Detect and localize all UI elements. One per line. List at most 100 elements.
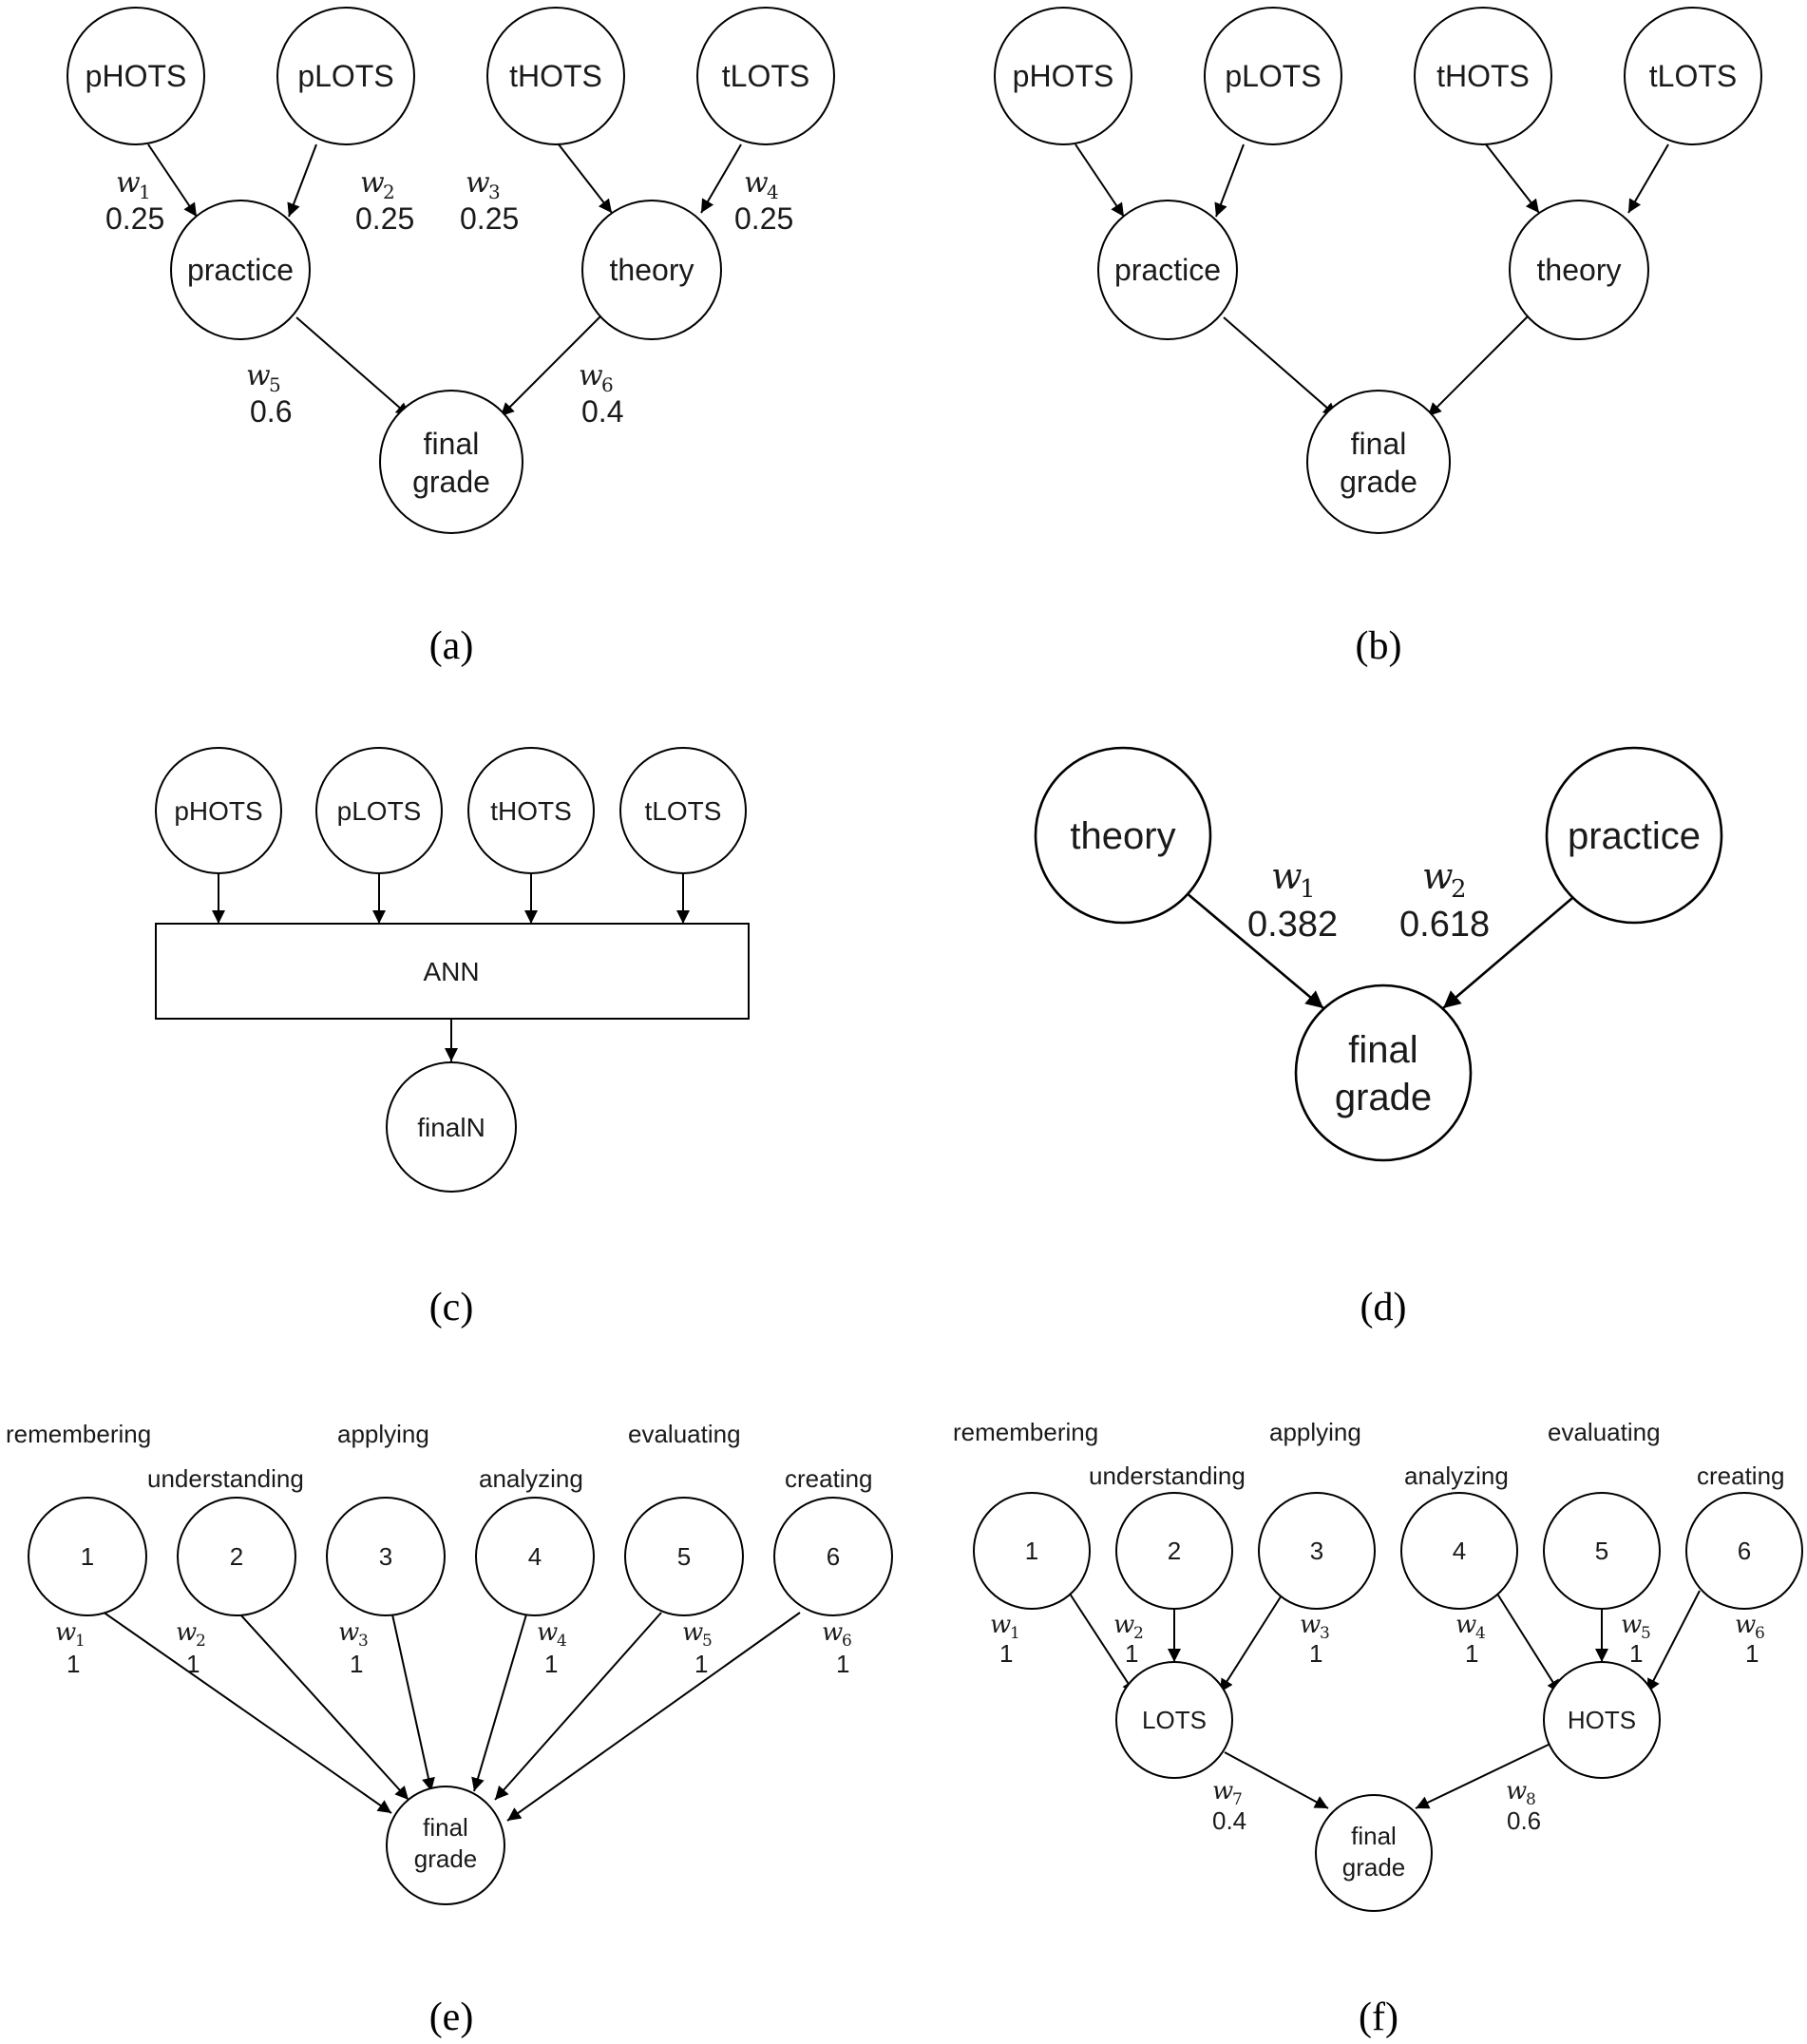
node-final-label-line2: grade	[412, 465, 490, 499]
weight-w2-value: 1	[186, 1650, 200, 1678]
weight-w3-value: 0.25	[460, 201, 519, 236]
node-practice	[1097, 200, 1238, 340]
weight-w6: w 6 1	[822, 1618, 852, 1678]
level-label-creating: creating	[785, 1464, 873, 1493]
weight-w2-value: 1	[1125, 1639, 1138, 1668]
node-3-label: 3	[1310, 1537, 1323, 1565]
node-final-label-line1: final	[1348, 1029, 1417, 1071]
node-phots-label: pHOTS	[174, 796, 262, 826]
node-finaln-label: finalN	[417, 1113, 485, 1142]
edge-plots-practice	[287, 143, 317, 218]
node-plots-label: pLOTS	[337, 796, 422, 826]
weight-w4-symbol: w	[537, 1618, 558, 1647]
level-label-remembering: remembering	[6, 1420, 151, 1448]
edge-6-final	[506, 1612, 801, 1822]
weight-w1-value: 0.382	[1247, 905, 1338, 945]
edge-phots-practice	[1075, 143, 1125, 218]
weight-w1-subscript: 1	[139, 181, 151, 203]
edge-practice-final	[1442, 897, 1573, 1009]
node-2	[1115, 1492, 1233, 1610]
level-label-understanding: understanding	[147, 1464, 304, 1493]
level-label-applying: applying	[337, 1420, 429, 1448]
node-thots	[486, 7, 625, 145]
weight-w7-symbol: w	[1212, 1777, 1233, 1805]
weight-w2-subscript: 2	[1133, 1624, 1144, 1643]
level-label-applying: applying	[1269, 1418, 1361, 1446]
edge-practice-final	[295, 316, 410, 417]
weight-w4-value: 1	[1465, 1639, 1478, 1668]
weight-w6-symbol: w	[822, 1618, 843, 1647]
weight-w4: w 4 1	[537, 1618, 567, 1678]
node-practice-label: practice	[187, 253, 294, 287]
weight-w3-subscript: 3	[1320, 1624, 1330, 1643]
weight-w5-value: 1	[694, 1650, 708, 1678]
level-label-evaluating: evaluating	[628, 1420, 741, 1448]
node-6-label: 6	[1738, 1537, 1751, 1565]
weight-w1-value: 1	[999, 1639, 1013, 1668]
weight-w3: w 3 1	[1300, 1611, 1330, 1668]
weight-w6-symbol: w	[1735, 1611, 1756, 1639]
node-theory-label: theory	[1070, 815, 1175, 857]
panel-b-caption: (b)	[1356, 624, 1402, 668]
weight-w1: w 1 1	[55, 1618, 86, 1678]
weight-w2-symbol: w	[1422, 855, 1454, 897]
node-final-label-line1: final	[1351, 1822, 1397, 1850]
level-label-creating: creating	[1697, 1461, 1785, 1490]
node-final-grade	[1315, 1794, 1433, 1912]
weight-w6-value: 0.4	[581, 394, 623, 429]
weight-w2: w 2 0.618	[1399, 855, 1490, 945]
node-plots	[1204, 7, 1342, 145]
node-1	[973, 1492, 1091, 1610]
edge-thots-theory	[1485, 143, 1540, 214]
weight-w1: w 1 0.25	[105, 166, 164, 236]
weight-w1-symbol: w	[116, 166, 141, 200]
node-5	[1543, 1492, 1661, 1610]
node-final-label-line2: grade	[1340, 465, 1417, 499]
node-lots	[1115, 1661, 1233, 1779]
panel-e-caption: (e)	[429, 1996, 474, 2039]
edge-2-final	[239, 1614, 409, 1801]
node-4	[1400, 1492, 1518, 1610]
node-final-label-line2: grade	[1342, 1853, 1406, 1882]
node-2-label: 2	[230, 1542, 243, 1571]
weight-w2: w 2 1	[1113, 1611, 1144, 1668]
weight-w8-value: 0.6	[1507, 1806, 1541, 1835]
weight-w2-subscript: 2	[383, 181, 395, 203]
edge-tlots-theory	[700, 143, 742, 214]
panel-b: pHOTS pLOTS tHOTS tLOTS practice theory …	[994, 7, 1762, 668]
node-6	[1685, 1492, 1803, 1610]
weight-w1-value: 1	[67, 1650, 80, 1678]
weight-w4-symbol: w	[1455, 1611, 1476, 1639]
weight-w5-subscript: 5	[269, 373, 281, 396]
node-1	[28, 1497, 147, 1616]
node-phots	[994, 7, 1132, 145]
node-final-label-line2: grade	[414, 1844, 478, 1873]
node-tlots	[696, 7, 835, 145]
node-phots-label: pHOTS	[86, 59, 187, 93]
weight-w4-value: 0.25	[734, 201, 793, 236]
ann-box	[155, 923, 750, 1020]
weight-w1-subscript: 1	[1010, 1624, 1020, 1643]
weight-w1-symbol: w	[55, 1618, 76, 1647]
weight-w5: w 5 0.6	[246, 359, 292, 429]
weight-w1-subscript: 1	[1300, 875, 1316, 904]
node-2-label: 2	[1168, 1537, 1181, 1565]
edge-6-hots	[1646, 1590, 1701, 1693]
node-practice	[1545, 746, 1723, 925]
weight-w6: w 6 1	[1735, 1611, 1765, 1668]
node-finaln	[386, 1061, 517, 1193]
weight-w5-subscript: 5	[702, 1632, 713, 1651]
weight-w1-value: 0.25	[105, 201, 164, 236]
weight-w3: w 3 1	[338, 1618, 369, 1678]
level-label-analyzing: analyzing	[1404, 1461, 1509, 1490]
node-3	[1258, 1492, 1376, 1610]
node-tlots-label: tLOTS	[722, 59, 809, 93]
edge-phots-practice	[147, 143, 198, 218]
node-5-label: 5	[1595, 1537, 1608, 1565]
panel-f-caption: (f)	[1359, 1996, 1398, 2039]
weight-w5-symbol: w	[682, 1618, 703, 1647]
weight-w4: w 4 0.25	[734, 166, 793, 236]
weight-w4-value: 1	[544, 1650, 558, 1678]
panel-c: pHOTS pLOTS tHOTS tLOTS ANN finalN (c)	[155, 747, 750, 1329]
weight-w3-subscript: 3	[358, 1632, 369, 1651]
